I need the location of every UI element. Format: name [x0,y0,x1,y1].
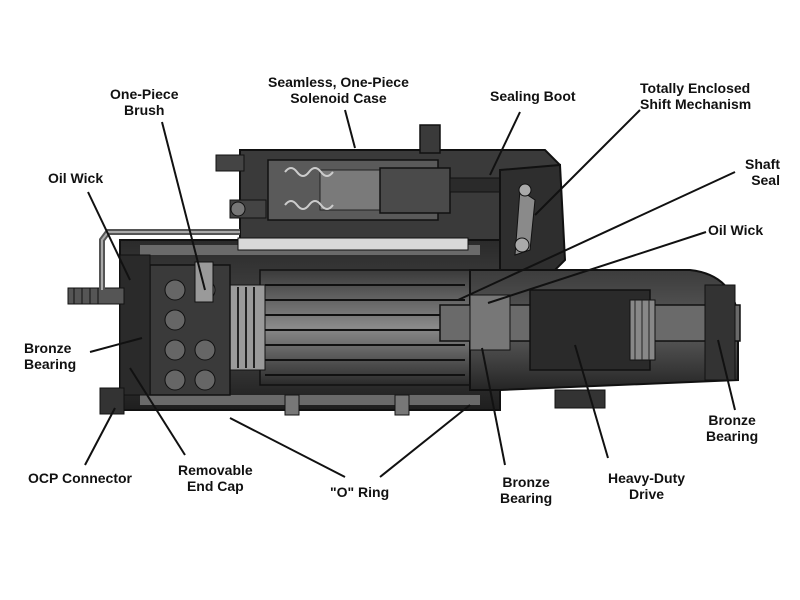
label-oil-wick-left: Oil Wick [48,170,104,186]
label-oil-wick-right: Oil Wick [708,222,764,238]
label-o-ring: "O" Ring [330,484,390,500]
leader-bronze-bearing-right [717,339,736,411]
label-sealing-boot: Sealing Boot [490,88,576,104]
leader-oil-wick-left [87,191,131,281]
leader-o-ring-left [229,417,346,478]
label-shift-mechanism: Totally Enclosed Shift Mechanism [640,80,752,112]
leader-sealing-boot [489,111,521,176]
label-one-piece-brush: One-Piece Brush [110,86,179,118]
armature [229,269,471,386]
leader-removable-end-cap [129,367,186,456]
leader-oil-wick-right [487,231,707,304]
solenoid-housing [215,124,561,251]
label-removable-end-cap: Removable End Cap [178,462,253,494]
leader-heavy-duty-drive [574,344,609,459]
leader-solenoid-case [344,109,356,149]
label-bronze-bearing-left: Bronze Bearing [24,340,77,372]
commutator-end [67,254,231,415]
leader-ocp-connector [84,407,116,466]
drive-nose-housing [439,269,741,409]
leader-bronze-bearing-left [89,337,143,353]
label-ocp-connector: OCP Connector [28,470,132,486]
label-solenoid-case: Seamless, One-Piece Solenoid Case [268,74,409,106]
leader-shaft-seal [457,171,736,301]
label-heavy-duty-drive: Heavy-Duty Drive [608,470,686,502]
leader-o-ring-right [379,404,471,478]
leader-one-piece-brush [161,121,206,291]
leader-lines [84,109,736,478]
leader-bronze-bearing-bottom [481,347,506,466]
label-bronze-bearing-right: Bronze Bearing [706,412,759,444]
label-bronze-bearing-bottom: Bronze Bearing [500,474,553,506]
leader-shift-mechanism [534,109,641,216]
shift-lever-housing [499,163,567,286]
label-shaft-seal: Shaft Seal [745,156,780,188]
